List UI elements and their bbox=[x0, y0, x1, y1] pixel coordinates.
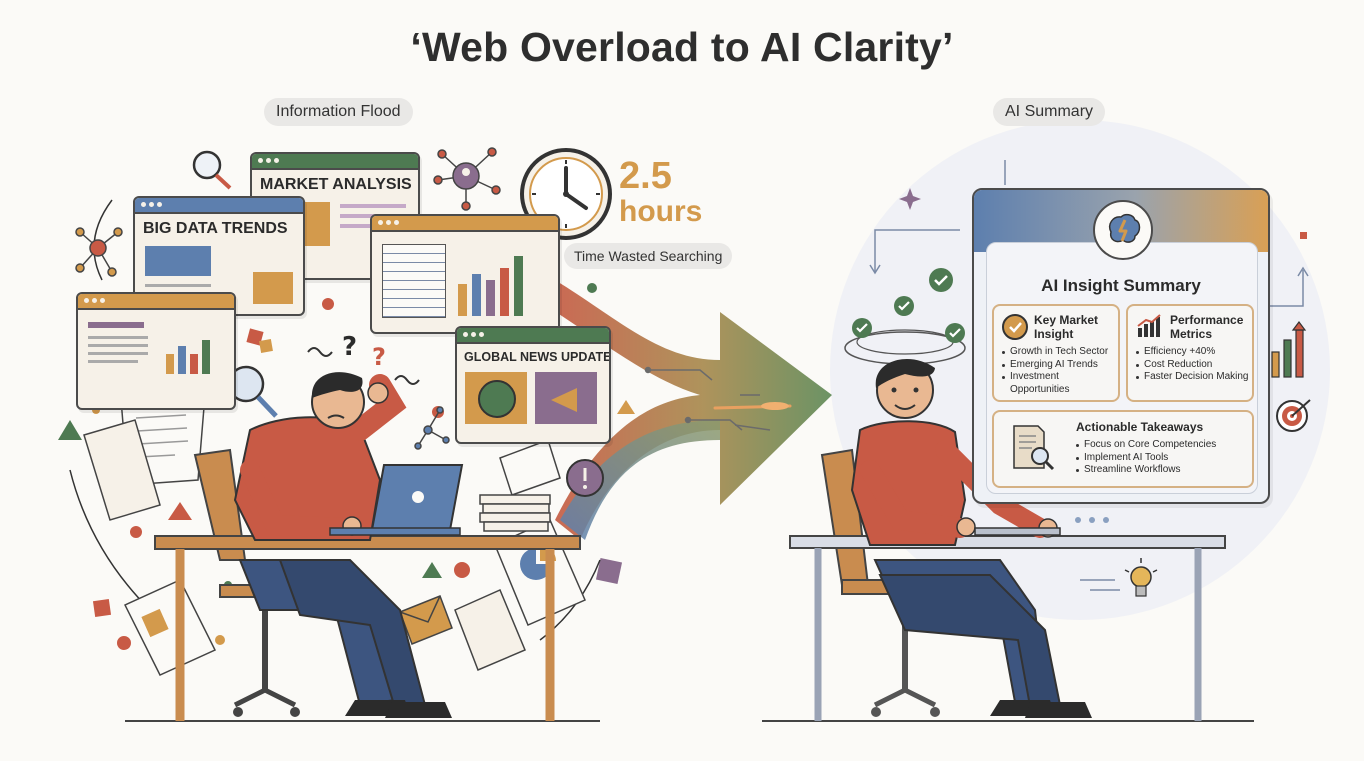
globe-icon bbox=[465, 372, 527, 424]
time-unit: hours bbox=[619, 195, 703, 228]
card-title: AI Insight Summary bbox=[1041, 276, 1201, 295]
image-block bbox=[145, 246, 211, 276]
checkmark-icon bbox=[894, 296, 914, 316]
checkmark-icon bbox=[945, 323, 965, 343]
information-flood-label: Information Flood bbox=[264, 98, 413, 126]
search-icon bbox=[227, 365, 278, 418]
performance-list: Efficiency +40% Cost Reduction Faster De… bbox=[1136, 346, 1252, 384]
checkmark-icon bbox=[929, 268, 953, 292]
key-insight-list: Growth in Tech Sector Emerging AI Trends… bbox=[1002, 346, 1118, 396]
stressed-worker-scene bbox=[154, 372, 581, 721]
scattered-shapes: ? ? bbox=[58, 199, 635, 650]
checkmark-icon bbox=[852, 318, 872, 338]
list-item: Faster Decision Making bbox=[1136, 371, 1252, 384]
market-analysis-title: MARKET ANALYSIS bbox=[260, 176, 412, 193]
alert-icon bbox=[566, 459, 604, 497]
list-item: Implement AI Tools bbox=[1076, 452, 1246, 465]
bar-chart-icon bbox=[1271, 321, 1307, 378]
list-item: Streamline Workflows bbox=[1076, 464, 1246, 477]
calm-worker-scene bbox=[789, 329, 1226, 721]
performance-heading: Performance Metrics bbox=[1170, 313, 1244, 341]
svg-text:?: ? bbox=[342, 332, 357, 362]
big-data-trends-title: BIG DATA TRENDS bbox=[143, 220, 288, 237]
time-wasted-caption: Time Wasted Searching bbox=[564, 243, 733, 269]
network-icon bbox=[433, 147, 501, 211]
document-search-icon bbox=[1012, 424, 1055, 472]
image-block bbox=[300, 202, 330, 246]
list-item: Focus on Core Competencies bbox=[1076, 439, 1246, 452]
list-item: Cost Reduction bbox=[1136, 359, 1252, 372]
brain-icon bbox=[1093, 200, 1153, 260]
target-icon bbox=[1276, 399, 1311, 432]
list-item: Growth in Tech Sector bbox=[1002, 346, 1118, 359]
data-table bbox=[382, 244, 446, 318]
list-item: Efficiency +40% bbox=[1136, 346, 1252, 359]
takeaways-box: Actionable Takeaways Focus on Core Compe… bbox=[992, 410, 1254, 488]
key-insight-box: Key Market Insight Growth in Tech Sector… bbox=[992, 304, 1120, 402]
flow-lines bbox=[869, 160, 1309, 591]
report-window bbox=[76, 292, 236, 410]
book-stack bbox=[479, 494, 551, 532]
envelope-icon bbox=[399, 595, 453, 645]
performance-box: Performance Metrics Efficiency +40% Cost… bbox=[1126, 304, 1254, 402]
deco-square bbox=[1300, 232, 1307, 239]
network-icon bbox=[75, 227, 123, 277]
ai-summary-label: AI Summary bbox=[993, 98, 1106, 126]
key-insight-heading: Key Market Insight bbox=[1034, 313, 1099, 341]
checkmark-icon bbox=[1002, 314, 1028, 340]
list-item: Investment Opportunities bbox=[1002, 371, 1118, 396]
svg-text:?: ? bbox=[372, 343, 386, 371]
search-icon bbox=[192, 150, 232, 190]
page-title: ‘Web Overload to AI Clarity’ bbox=[410, 24, 954, 70]
bar-chart-icon bbox=[1136, 314, 1162, 338]
lightbulb-icon bbox=[1124, 558, 1158, 597]
sparkle-icon bbox=[899, 188, 921, 210]
megaphone-icon bbox=[535, 372, 597, 424]
trend-chart bbox=[253, 272, 293, 304]
network-icon bbox=[414, 406, 450, 450]
list-item: Emerging AI Trends bbox=[1002, 359, 1118, 372]
takeaways-list: Focus on Core Competencies Implement AI … bbox=[1076, 439, 1246, 477]
document-icon bbox=[83, 419, 161, 521]
global-news-window: GLOBAL NEWS UPDATE bbox=[455, 326, 611, 444]
global-news-title: GLOBAL NEWS UPDATE bbox=[464, 350, 611, 364]
document-icon bbox=[499, 439, 561, 496]
ai-insight-card: AI Insight Summary Key Market Insight Gr… bbox=[972, 188, 1270, 504]
document-icon bbox=[123, 579, 217, 676]
takeaways-heading: Actionable Takeaways bbox=[1076, 420, 1204, 434]
spreadsheet-window bbox=[370, 214, 560, 334]
time-value: 2.5 bbox=[619, 155, 672, 197]
